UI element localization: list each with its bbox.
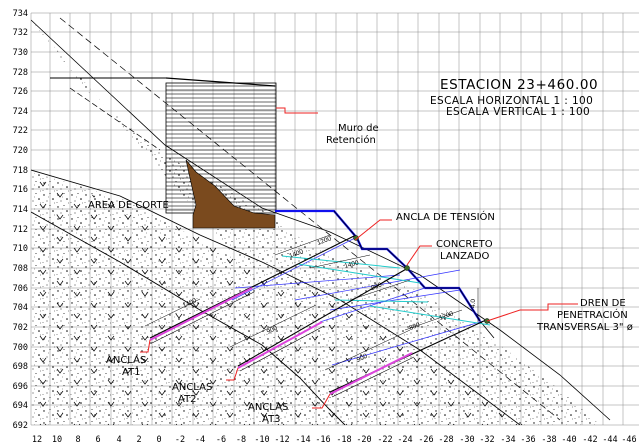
x-tick-label: -24	[397, 435, 412, 445]
drains	[281, 255, 491, 326]
anchor-heads	[353, 235, 490, 324]
y-tick-label: 700	[13, 343, 28, 353]
y-tick-label: 720	[13, 146, 28, 156]
x-tick-label: -46	[621, 435, 636, 445]
x-tick-label: 10	[52, 435, 62, 445]
x-tick-label: -14	[295, 435, 310, 445]
y-tick-label: 734	[13, 9, 28, 19]
leader-lines	[140, 107, 578, 409]
dim-at3: 900	[356, 352, 369, 363]
label-at1-2: AT1	[122, 367, 141, 378]
label-dren-3: TRANSVERSAL 3" ø	[536, 322, 633, 333]
x-tick-label: -2	[175, 435, 185, 445]
cut-area	[185, 159, 276, 229]
label-concreto-1: CONCRETO	[436, 239, 493, 250]
y-tick-label: 694	[13, 401, 28, 411]
dim-lower-2: 1200	[438, 310, 454, 322]
x-tick-label: -30	[459, 435, 474, 445]
x-tick-label: -4	[195, 435, 205, 445]
y-tick-label: 724	[13, 107, 28, 117]
anchor-guide-lines	[231, 237, 488, 366]
wall-crest-tick	[165, 77, 276, 87]
dim-upper-1: 1400	[288, 248, 304, 260]
retaining-wall	[165, 82, 277, 214]
x-tick-label: -28	[438, 435, 453, 445]
label-at3-1: ANCLAS	[248, 402, 288, 413]
x-tick-label: -16	[315, 435, 330, 445]
y-tick-label: 712	[13, 225, 28, 235]
y-tick-label: 730	[13, 48, 28, 58]
y-tick-label: 732	[13, 28, 28, 38]
y-tick-label: 698	[13, 362, 28, 372]
y-tick-label: 692	[13, 421, 28, 431]
label-at3-2: AT3	[262, 414, 281, 425]
label-dren-1: DREN DE	[580, 298, 626, 309]
x-tick-label: -34	[500, 435, 515, 445]
label-at1-1: ANCLAS	[106, 355, 146, 366]
anchor-at1	[149, 235, 355, 344]
label-ancla-tension: ANCLA DE TENSIÓN	[396, 210, 495, 223]
y-tick-label: 708	[13, 264, 28, 274]
dimension-lines	[144, 234, 479, 371]
stratum-boundary-lower	[31, 169, 521, 425]
dim-mid-2: 900	[370, 281, 383, 291]
anchor-at2	[237, 267, 409, 372]
label-concreto-2: LANZADO	[440, 251, 490, 262]
scale-vertical: ESCALA VERTICAL 1 : 100	[446, 106, 590, 118]
y-tick-label: 718	[13, 166, 28, 176]
scale-horizontal: ESCALA HORIZONTAL 1 : 100	[430, 95, 593, 107]
y-tick-label: 728	[13, 68, 28, 78]
dashed-projection-line	[69, 87, 161, 151]
x-axis-labels: 12 10 8 6 4 2 0 -2 -4 -6 -8 -10 -12 -14 …	[32, 435, 637, 445]
dim-upper-2: 1200	[316, 235, 332, 247]
station-title: ESTACION 23+460.00	[440, 77, 598, 93]
label-at2-2: AT2	[178, 394, 197, 405]
anchor-at3	[329, 319, 487, 398]
x-tick-label: -18	[336, 435, 351, 445]
y-tick-label: 726	[13, 87, 28, 97]
y-tick-label: 702	[13, 323, 28, 333]
x-tick-label: 2	[136, 435, 141, 445]
x-tick-label: -6	[216, 435, 226, 445]
y-tick-label: 704	[13, 303, 28, 313]
x-tick-label: 4	[116, 435, 121, 445]
y-tick-label: 716	[13, 185, 28, 195]
x-tick-label: 8	[75, 435, 80, 445]
label-muro-1: Muro de	[338, 123, 379, 134]
x-tick-label: -12	[274, 435, 289, 445]
y-axis-labels: 734 732 730 728 726 724 722 720 718 716 …	[13, 9, 28, 431]
x-tick-label: -8	[236, 435, 246, 445]
anchors	[149, 235, 487, 398]
dim-height: 4.0	[470, 299, 477, 308]
x-tick-label: -10	[254, 435, 269, 445]
label-area-corte: AREA DE CORTE	[88, 200, 169, 211]
y-tick-label: 710	[13, 244, 28, 254]
x-tick-label: -44	[602, 435, 617, 445]
x-tick-label: -26	[418, 435, 433, 445]
dim-mid-1: 1400	[344, 259, 360, 270]
y-tick-label: 714	[13, 205, 28, 215]
x-tick-label: 0	[156, 435, 161, 445]
label-muro-2: Retención	[326, 134, 376, 146]
x-tick-label: -22	[377, 435, 392, 445]
x-tick-label: -38	[541, 435, 556, 445]
y-tick-label: 706	[13, 284, 28, 294]
dim-lower-1: 800	[408, 321, 421, 331]
dashed-original-ground	[59, 17, 561, 421]
stratum-boundary-deep	[31, 211, 346, 425]
x-tick-label: -20	[356, 435, 371, 445]
x-tick-label: -36	[520, 435, 535, 445]
x-tick-label: 6	[95, 435, 100, 445]
x-tick-label: -32	[479, 435, 494, 445]
x-tick-label: -42	[582, 435, 597, 445]
dim-at2: 900	[266, 324, 279, 335]
x-tick-label: 12	[32, 435, 42, 445]
y-tick-label: 722	[13, 126, 28, 136]
y-tick-label: 696	[13, 382, 28, 392]
label-dren-2: PENETRACIÓN	[557, 308, 628, 321]
rock-layer	[31, 172, 540, 425]
label-at2-1: ANCLAS	[172, 382, 212, 393]
x-tick-label: -40	[561, 435, 576, 445]
